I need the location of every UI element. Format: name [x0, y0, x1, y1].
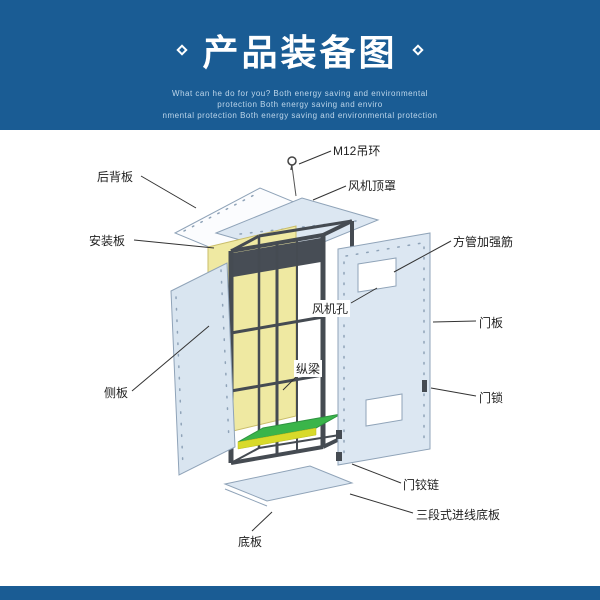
label-door-lock: 门锁	[479, 391, 504, 405]
subtitle-line-2: protection Both energy saving and enviro	[217, 100, 383, 109]
label-door-panel: 门板	[479, 316, 504, 330]
label-mounting-plate: 安装板	[89, 234, 126, 248]
subtitle-text: What can he do for you? Both energy savi…	[0, 88, 600, 121]
title-row: 产品装备图	[0, 0, 600, 76]
header-banner: 产品装备图 What can he do for you? Both energ…	[0, 0, 600, 130]
bottom-plate-shape	[223, 465, 354, 507]
label-longitudinal-beam: 纵梁	[294, 360, 323, 377]
label-three-section-inlet-plate: 三段式进线底板	[416, 508, 501, 522]
subtitle-line-1: What can he do for you? Both energy savi…	[172, 89, 428, 98]
door-hinge-shape	[336, 430, 342, 439]
label-side-panel: 侧板	[104, 386, 129, 400]
fan-hole-shape	[357, 257, 397, 293]
label-fan-top-cover: 风机顶罩	[348, 179, 397, 193]
label-fan-hole: 风机孔	[310, 300, 351, 317]
page-title: 产品装备图	[202, 32, 398, 73]
side-panel-shape	[170, 262, 236, 476]
door-panel-shape	[336, 232, 431, 466]
label-m12-ring: M12吊环	[333, 144, 381, 158]
m12-lifting-ring-shape	[287, 156, 297, 171]
footer-band	[0, 586, 600, 600]
door-lock-shape	[422, 380, 427, 392]
leader-lines	[131, 150, 477, 532]
subtitle-line-3: nmental protection Both energy saving an…	[162, 111, 438, 120]
label-rear-panel: 后背板	[97, 170, 134, 184]
label-door-hinge: 门铰链	[403, 478, 440, 492]
label-square-tube-rib: 方管加强筋	[453, 235, 514, 249]
label-bottom-plate: 底板	[238, 535, 263, 549]
